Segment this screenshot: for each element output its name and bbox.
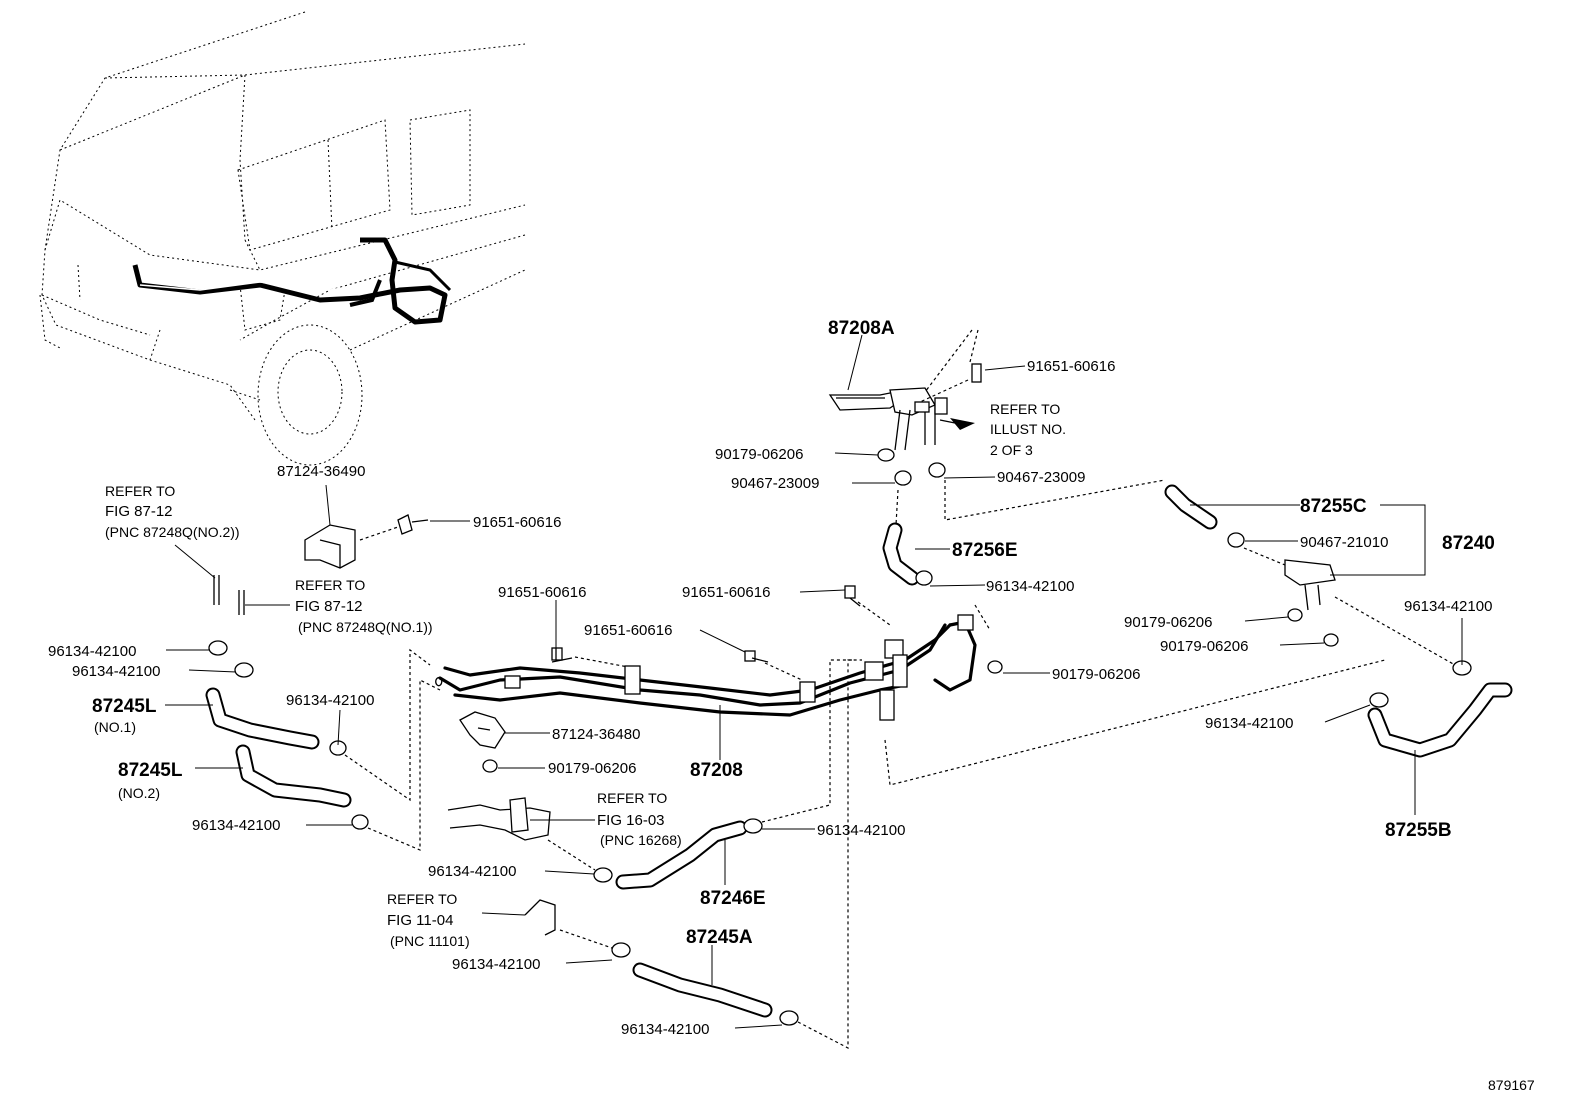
label-no2: (NO.2) [118,785,160,801]
ref-c-line2: FIG 16-03 [597,812,665,829]
hose-87255C-valve-87240 [944,479,1456,666]
label-87208: 87208 [690,760,743,781]
ref-b-line2: FIG 87-12 [295,598,363,615]
hoses-87245L [205,575,441,851]
label-90467-21010: 90467-21010 [1300,534,1388,551]
label-90179-mid: 90179-06206 [1052,666,1140,683]
label-96134-i: 96134-42100 [817,822,905,839]
label-87124-36490: 87124-36490 [277,463,365,480]
ref-d-line2: FIG 11-04 [387,912,453,929]
hose-87245A [524,659,862,1049]
ref-b-line1: REFER TO [295,577,365,593]
hose-87246E [447,659,855,890]
label-90179-low: 90179-06206 [548,760,636,777]
label-90179-top: 90179-06206 [715,446,803,463]
label-96134-a: 96134-42100 [48,643,136,660]
label-87256E: 87256E [952,540,1018,561]
hose-87256E [882,489,933,586]
ref-a-line2: FIG 87-12 [105,503,173,520]
label-87245L-1: 87245L [92,696,157,717]
hose-87255B [884,604,1513,786]
label-87255C: 87255C [1300,496,1367,517]
ref-illust-line2: ILLUST NO. [990,421,1066,437]
label-91651-mid2: 91651-60616 [682,584,770,601]
label-87245L-2: 87245L [118,760,183,781]
ref-c-line1: REFER TO [597,790,667,806]
label-87208A: 87208A [828,318,895,339]
label-87255B: 87255B [1385,820,1452,841]
label-96134-k: 96134-42100 [621,1021,709,1038]
ref-illust-line3: 2 OF 3 [990,442,1033,458]
label-96134-d: 96134-42100 [192,817,280,834]
callout-labels: 87208A 91651-60616 REFER TO ILLUST NO. 2… [48,318,1535,1093]
clip-87124-36480 [459,711,506,773]
label-90467-left: 90467-23009 [731,475,819,492]
label-87245A: 87245A [686,927,753,948]
label-87240: 87240 [1442,533,1495,554]
label-90467-right: 90467-23009 [997,469,1085,486]
ref-a-line3: (PNC 87248Q(NO.2)) [105,524,240,540]
clip-87124-36490 [304,514,429,569]
label-90179-r2: 90179-06206 [1160,638,1248,655]
label-no1: (NO.1) [94,719,136,735]
label-96134-c: 96134-42100 [286,692,374,709]
ref-c-line3: (PNC 16268) [600,832,682,848]
pipe-assembly-87208A [828,329,982,486]
label-96134-g: 96134-42100 [1205,715,1293,732]
ref-b-line3: (PNC 87248Q(NO.1)) [298,619,433,635]
label-91651-clip: 91651-60616 [473,514,561,531]
label-90179-r1: 90179-06206 [1124,614,1212,631]
label-91651-mid3: 91651-60616 [584,622,672,639]
label-91651-mid1: 91651-60616 [498,584,586,601]
label-87246E: 87246E [700,888,766,909]
figure-id: 879167 [1488,1077,1535,1093]
main-pipe-87208 [435,614,977,721]
ref-d-line1: REFER TO [387,891,457,907]
label-96134-f: 96134-42100 [1404,598,1492,615]
label-96134-b: 96134-42100 [72,663,160,680]
ref-a-line1: REFER TO [105,483,175,499]
label-91651-top: 91651-60616 [1027,358,1115,375]
label-96134-j: 96134-42100 [452,956,540,973]
vehicle-illustration [39,11,526,466]
label-87124-36480: 87124-36480 [552,726,640,743]
label-96134-e: 96134-42100 [986,578,1074,595]
ref-illust-line1: REFER TO [990,401,1060,417]
label-96134-h: 96134-42100 [428,863,516,880]
bolts-91651-mid [551,585,891,681]
leader-lines [165,334,1463,1029]
ref-d-line3: (PNC 11101) [390,933,470,949]
